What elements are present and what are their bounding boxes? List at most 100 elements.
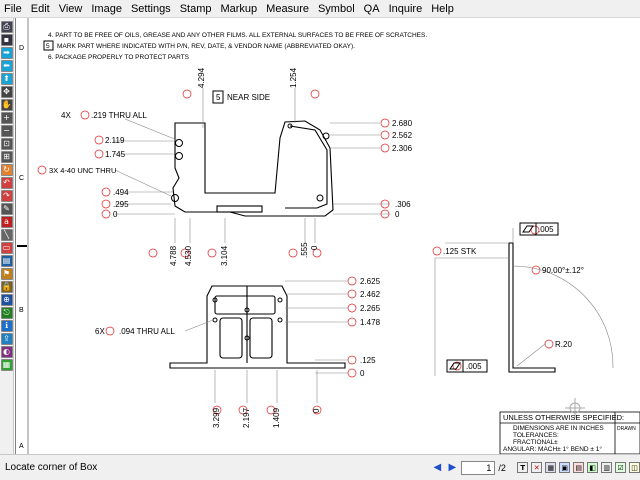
near-side-num: 5	[216, 93, 221, 102]
menu-symbol[interactable]: Symbol	[317, 2, 355, 15]
pan-icon[interactable]: ✥	[0, 86, 13, 98]
front-view-part	[169, 285, 346, 369]
zoom-out-icon[interactable]: −	[0, 125, 13, 137]
next-page-icon[interactable]: ▶	[448, 462, 457, 473]
dim-2306: 2.306	[392, 144, 413, 153]
menu-settings[interactable]: Settings	[130, 2, 171, 15]
drawing-svg: D C B A 4. PART TO BE FREE OF OILS, GREA…	[15, 18, 640, 454]
rectangle-icon[interactable]: ▭	[0, 242, 13, 254]
text-tool-icon[interactable]: T	[517, 462, 529, 473]
arrow-up-icon[interactable]: ⬆	[0, 73, 13, 85]
dim-494: .494	[113, 188, 129, 197]
flatness-top-icon	[522, 225, 534, 233]
menu-stamp[interactable]: Stamp	[179, 2, 212, 15]
hand-icon[interactable]: ✋	[0, 99, 13, 111]
dim-2197: 2.197	[242, 407, 251, 428]
stock-thickness: .125 STK	[443, 247, 477, 256]
zoom-window-icon[interactable]: ⊡	[0, 138, 13, 150]
tb-line2: DIMENSIONS ARE IN INCHES	[513, 425, 604, 432]
dim-0-bottom: 0	[310, 245, 319, 250]
fcf-bottom-symbol-box	[446, 359, 464, 373]
layout-icon[interactable]: ▦	[545, 462, 557, 473]
near-side-box	[212, 90, 224, 104]
save-icon[interactable]: ▪	[0, 34, 13, 46]
tb-drawn: DRAWN	[617, 426, 636, 432]
front-leaders	[184, 280, 348, 403]
hole-6x-spec: .094 THRU ALL	[119, 327, 175, 336]
hyperlink-icon[interactable]: ⎋	[0, 307, 13, 319]
dim-4530: 4.530	[184, 245, 193, 266]
status-message: Locate corner of Box	[5, 462, 98, 473]
arrow-right-icon[interactable]: ➡	[0, 47, 13, 59]
dim-2680: 2.680	[392, 119, 413, 128]
menu-markup[interactable]: Markup	[220, 2, 258, 15]
menu-measure[interactable]: Measure	[266, 2, 309, 15]
dim-306: .306	[395, 200, 411, 209]
border-letter-d: D	[19, 45, 24, 52]
grid-icon[interactable]: ▦	[0, 359, 13, 371]
text-icon[interactable]: a	[0, 216, 13, 228]
fcf-top-value-box	[535, 222, 559, 236]
menu-file[interactable]: File	[4, 2, 22, 15]
layers-icon[interactable]: ◫	[629, 462, 640, 473]
rotate-icon[interactable]: ↻	[0, 164, 13, 176]
close-doc-icon[interactable]: ✕	[531, 462, 543, 473]
tb-line5: ANGULAR: MACH± 1° BEND ± 1°	[503, 445, 602, 453]
page-number-input[interactable]: 1	[461, 460, 496, 475]
border-letter-c: C	[19, 175, 24, 182]
note-4: 4. PART TO BE FREE OF OILS, GREASE AND A…	[48, 32, 427, 39]
left-toolbar: ⎙▪➡⬅⬆✥✋+−⊡⊞↻↶↷✎a╲▭▤⚑🔒⊕⎋ℹ⇪◐▦	[0, 18, 14, 454]
zoom-in-icon[interactable]: +	[0, 112, 13, 124]
menu-help[interactable]: Help	[431, 2, 454, 15]
flag-icon[interactable]: ⚑	[0, 268, 13, 280]
drawing-canvas[interactable]: D C B A 4. PART TO BE FREE OF OILS, GREA…	[15, 18, 640, 454]
dim-295: .295	[113, 200, 129, 209]
stamp-icon[interactable]: ▤	[0, 255, 13, 267]
print-icon[interactable]: ⎙	[0, 21, 13, 33]
compare-icon[interactable]: ◧	[587, 462, 599, 473]
palette-icon[interactable]: ◐	[0, 346, 13, 358]
menu-inquire[interactable]: Inquire	[388, 2, 423, 15]
tb-line4: FRACTIONAL±	[513, 439, 558, 446]
dim-1745: 1.745	[105, 150, 126, 159]
select-icon[interactable]: ▤	[573, 462, 585, 473]
dim-1409: 1.409	[272, 407, 281, 428]
menu-image[interactable]: Image	[91, 2, 122, 15]
redo-icon[interactable]: ↷	[0, 190, 13, 202]
dim-4788: 4.788	[169, 245, 178, 266]
side-view-part	[508, 242, 556, 373]
undo-icon[interactable]: ↶	[0, 177, 13, 189]
table-icon[interactable]: ▥	[601, 462, 613, 473]
bracket-part	[172, 120, 334, 217]
export-icon[interactable]: ⇪	[0, 333, 13, 345]
flatness-bottom-icon	[449, 362, 461, 370]
dim-1254: 1.254	[289, 67, 298, 88]
dim-0-left: 0	[113, 210, 118, 219]
fcf-bottom-value-box	[462, 359, 488, 373]
menu-view[interactable]: View	[58, 2, 83, 15]
image-icon[interactable]: ▣	[559, 462, 571, 473]
dim-4294: 4.294	[197, 67, 206, 88]
menu-edit[interactable]: Edit	[30, 2, 50, 15]
balloon-icon[interactable]: ⊕	[0, 294, 13, 306]
note-6: 6. PACKAGE PROPERLY TO PROTECT PARTS	[48, 54, 190, 61]
side-leaders	[434, 228, 614, 376]
fit-icon[interactable]: ⊞	[0, 151, 13, 163]
menu-bar: File Edit View Image Settings Stamp Markup Meas…	[0, 0, 640, 18]
dim-1478: 1.478	[360, 318, 381, 327]
top-holes	[171, 123, 330, 202]
lock-icon[interactable]: 🔒	[0, 281, 13, 293]
dim-3299: 3.299	[212, 407, 221, 428]
arrow-left-icon[interactable]: ⬅	[0, 60, 13, 72]
menu-qa[interactable]: QA	[363, 2, 380, 15]
info-icon[interactable]: ℹ	[0, 320, 13, 332]
hole-4x-label: 4X	[61, 111, 71, 120]
top-leaders	[113, 88, 390, 243]
line-icon[interactable]: ╲	[0, 229, 13, 241]
checklist-icon[interactable]: ☑	[615, 462, 627, 473]
prev-page-icon[interactable]: ◀	[433, 462, 442, 473]
tb-line1: UNLESS OTHERWISE SPECIFIED:	[503, 413, 624, 422]
pencil-icon[interactable]: ✎	[0, 203, 13, 215]
hole-6x-label: 6X	[95, 327, 105, 336]
note-5-num: 5	[46, 43, 50, 50]
